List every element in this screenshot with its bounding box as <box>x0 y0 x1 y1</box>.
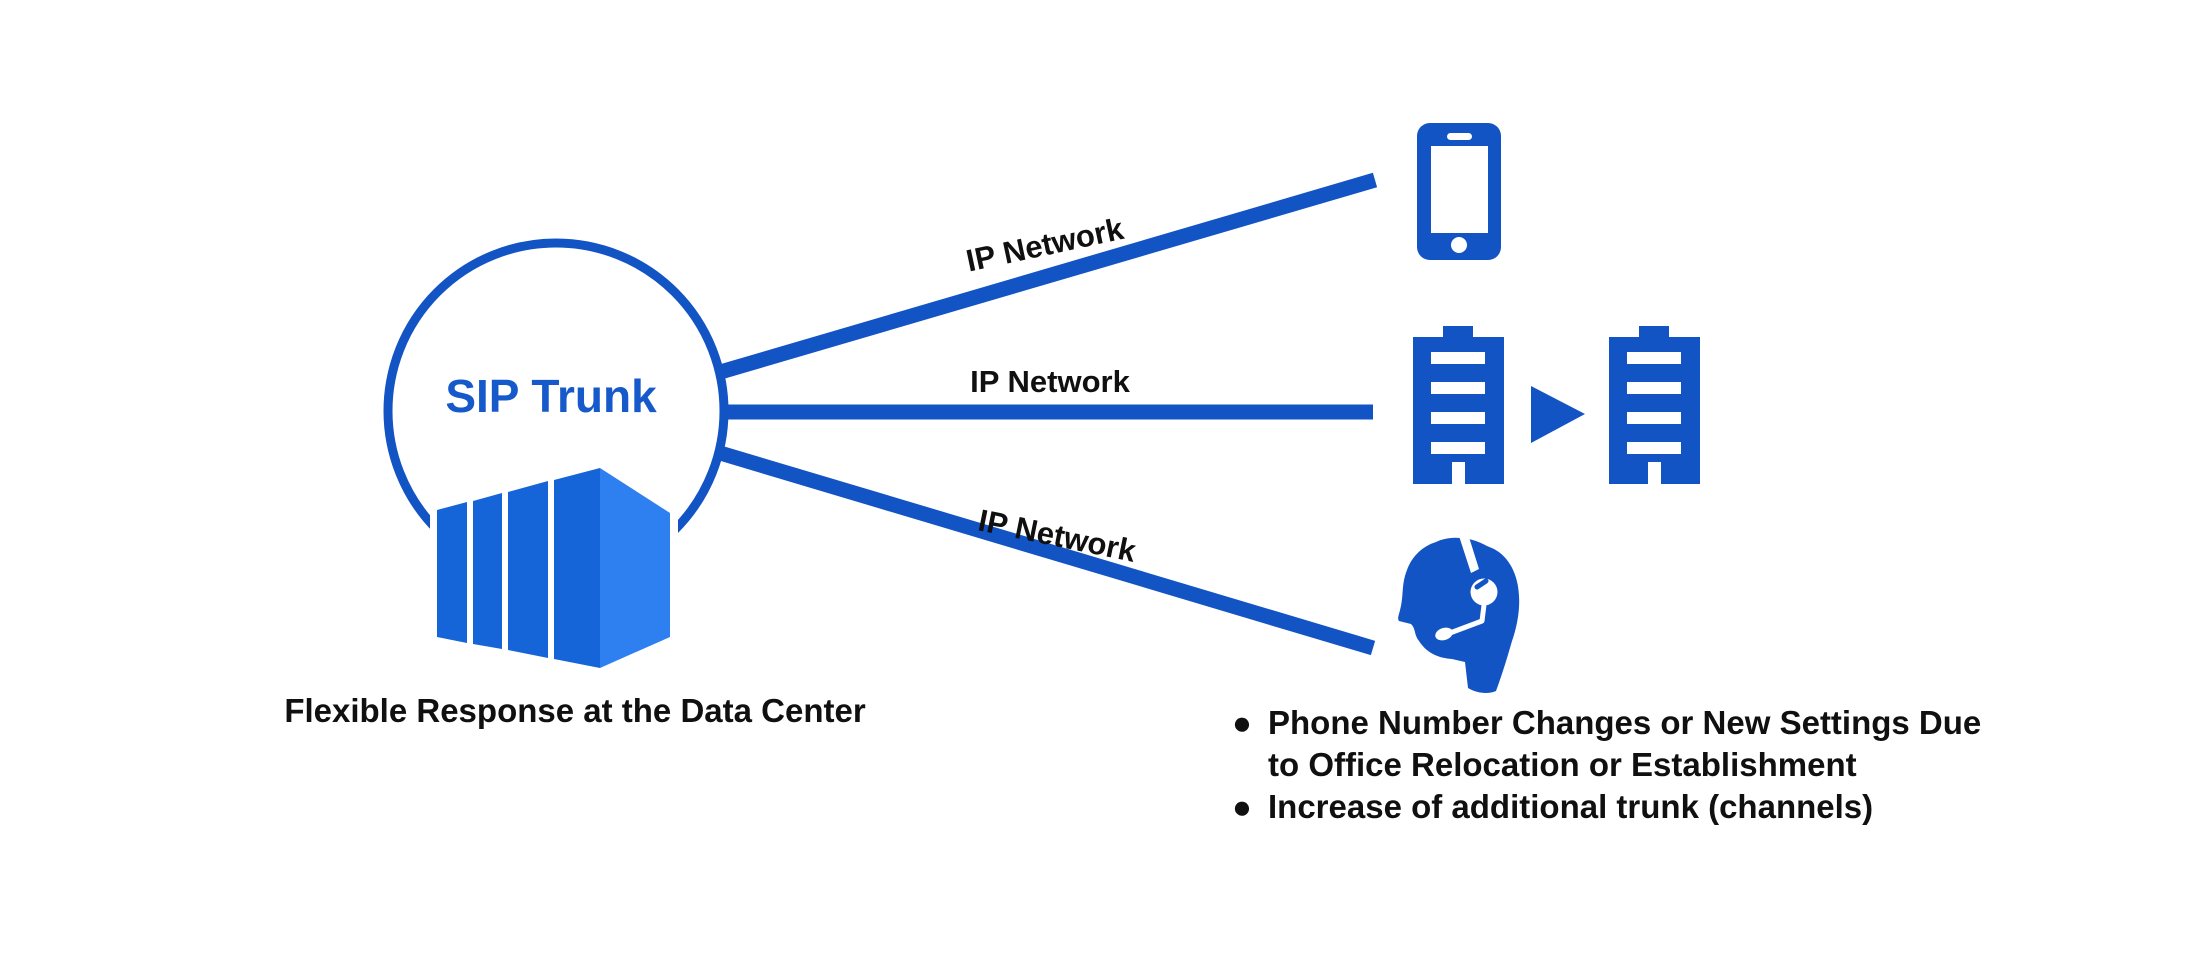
hub-label: SIP Trunk <box>445 370 657 422</box>
building-door <box>1452 462 1465 484</box>
building-door <box>1648 462 1661 484</box>
phone-speaker <box>1447 133 1472 140</box>
building-window <box>1431 382 1485 394</box>
building-window <box>1431 412 1485 424</box>
link-line-bottom <box>697 439 1376 656</box>
phone-screen <box>1431 146 1488 233</box>
link-label-top: IP Network <box>963 211 1127 279</box>
note-line: to Office Relocation or Establishment <box>1268 746 1857 783</box>
note-item: ● Increase of additional trunk (channels… <box>1232 786 1981 828</box>
note-item: ● Phone Number Changes or New Settings D… <box>1232 702 1981 786</box>
building-roof-cap <box>1639 326 1669 340</box>
headset-microphone <box>1435 627 1453 641</box>
building-window <box>1627 442 1681 454</box>
building-window <box>1627 382 1681 394</box>
building-window <box>1627 412 1681 424</box>
building-window <box>1431 442 1485 454</box>
headset-boom <box>1447 618 1485 636</box>
building-roof-cap <box>1443 326 1473 340</box>
data-center-server-icon <box>430 461 678 676</box>
operator-head <box>1398 537 1520 693</box>
arrow-right-icon <box>1531 386 1585 443</box>
headset-band-gap <box>1459 534 1479 573</box>
link-lines <box>697 172 1378 656</box>
server-front-slat <box>554 468 600 668</box>
link-line-top <box>697 172 1378 386</box>
operator-headset-icon <box>1398 534 1520 693</box>
server-front-slat <box>508 481 548 658</box>
headset-stem <box>1479 604 1487 622</box>
server-front-slat <box>473 493 502 649</box>
server-side-panel <box>600 468 670 668</box>
office-buildings-icon <box>1413 326 1700 484</box>
server-caption: Flexible Response at the Data Center <box>284 692 866 729</box>
server-front-slat <box>437 502 467 643</box>
note-bullet: ● <box>1232 704 1252 741</box>
building-window <box>1627 352 1681 364</box>
notes-list: ● Phone Number Changes or New Settings D… <box>1232 702 1981 828</box>
note-line: Phone Number Changes or New Settings Due <box>1268 704 1982 741</box>
phone-home-button <box>1451 237 1467 253</box>
building-icon-right <box>1609 326 1700 484</box>
building-window <box>1431 352 1485 364</box>
building-icon-left <box>1413 326 1504 484</box>
note-bullet: ● <box>1232 788 1252 825</box>
smartphone-icon <box>1417 123 1501 260</box>
earpiece-detail <box>1474 578 1489 590</box>
link-label-middle: IP Network <box>970 364 1130 399</box>
note-line: Increase of additional trunk (channels) <box>1268 788 1874 825</box>
